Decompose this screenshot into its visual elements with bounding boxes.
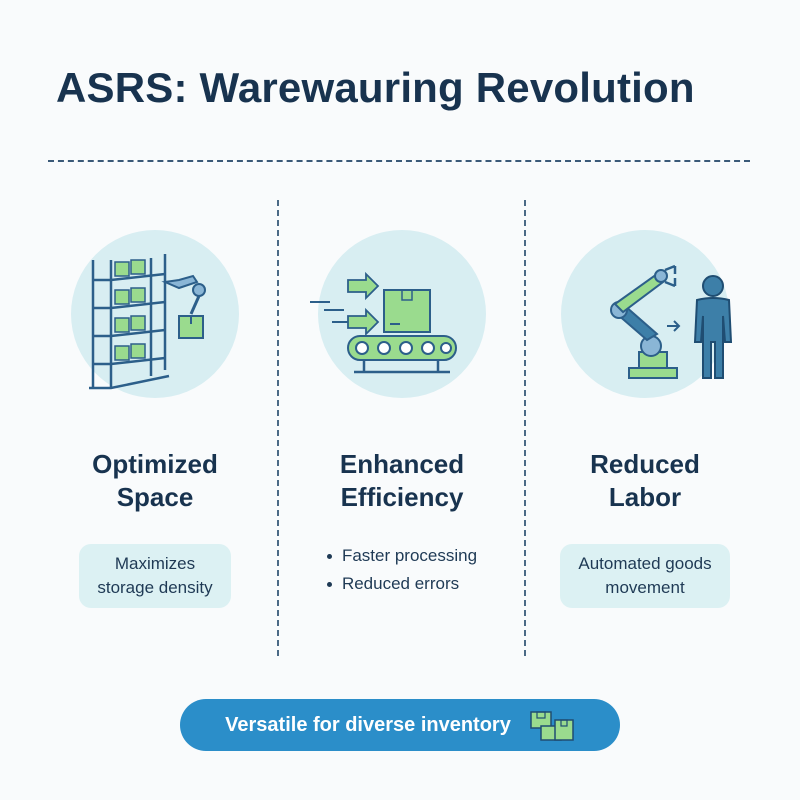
feature-reduced-labor: Reduced Labor Automated goods movement (530, 230, 760, 608)
bullet-dot (326, 553, 332, 559)
shelving-robot-arm-icon (89, 254, 206, 390)
icon-circle (561, 230, 733, 398)
feature-description: Automated goods movement (560, 544, 730, 608)
bullet-dot (326, 581, 332, 587)
feature-bullet-list: Faster processing Reduced errors (326, 542, 478, 598)
feature-title-line: Reduced (590, 449, 700, 479)
feature-description: Maximizes storage density (79, 544, 231, 608)
feature-title-line: Space (116, 482, 194, 512)
feature-optimized-space: Optimized Space Maximizes storage densit… (40, 230, 270, 608)
feature-title-line: Labor (608, 482, 682, 512)
feature-title-line: Efficiency (340, 482, 464, 512)
page-title: ASRS: Warewauring Revolution (56, 64, 695, 111)
conveyor-belt-icon (310, 271, 457, 374)
title-divider (48, 160, 750, 162)
feature-title-line: Enhanced (339, 449, 465, 479)
description-line: movement (605, 578, 685, 597)
feature-title: Optimized Space (92, 448, 218, 514)
list-item: Reduced errors (326, 570, 477, 598)
feature-title: Reduced Labor (590, 448, 700, 514)
bullet-text: Faster processing (341, 546, 478, 565)
column-divider-left (277, 200, 279, 656)
banner-text: Versatile for diverse inventory (225, 713, 511, 736)
list-item: Faster processing (326, 542, 478, 570)
feature-title: Enhanced Efficiency (340, 448, 464, 514)
description-line: Maximizes (114, 554, 196, 573)
boxes-icon (530, 711, 574, 741)
icon-circle (71, 230, 239, 398)
description-line: storage density (97, 578, 213, 597)
column-divider-right (524, 200, 526, 656)
feature-enhanced-efficiency: Enhanced Efficiency Faster processing Re… (287, 230, 517, 615)
description-line: Automated goods (578, 554, 712, 573)
feature-title-line: Optimized (92, 449, 218, 479)
robot-arm-worker-icon (610, 264, 733, 379)
icon-circle (310, 230, 486, 398)
bullet-text: Reduced errors (341, 574, 460, 593)
versatility-banner: Versatile for diverse inventory (180, 699, 620, 751)
